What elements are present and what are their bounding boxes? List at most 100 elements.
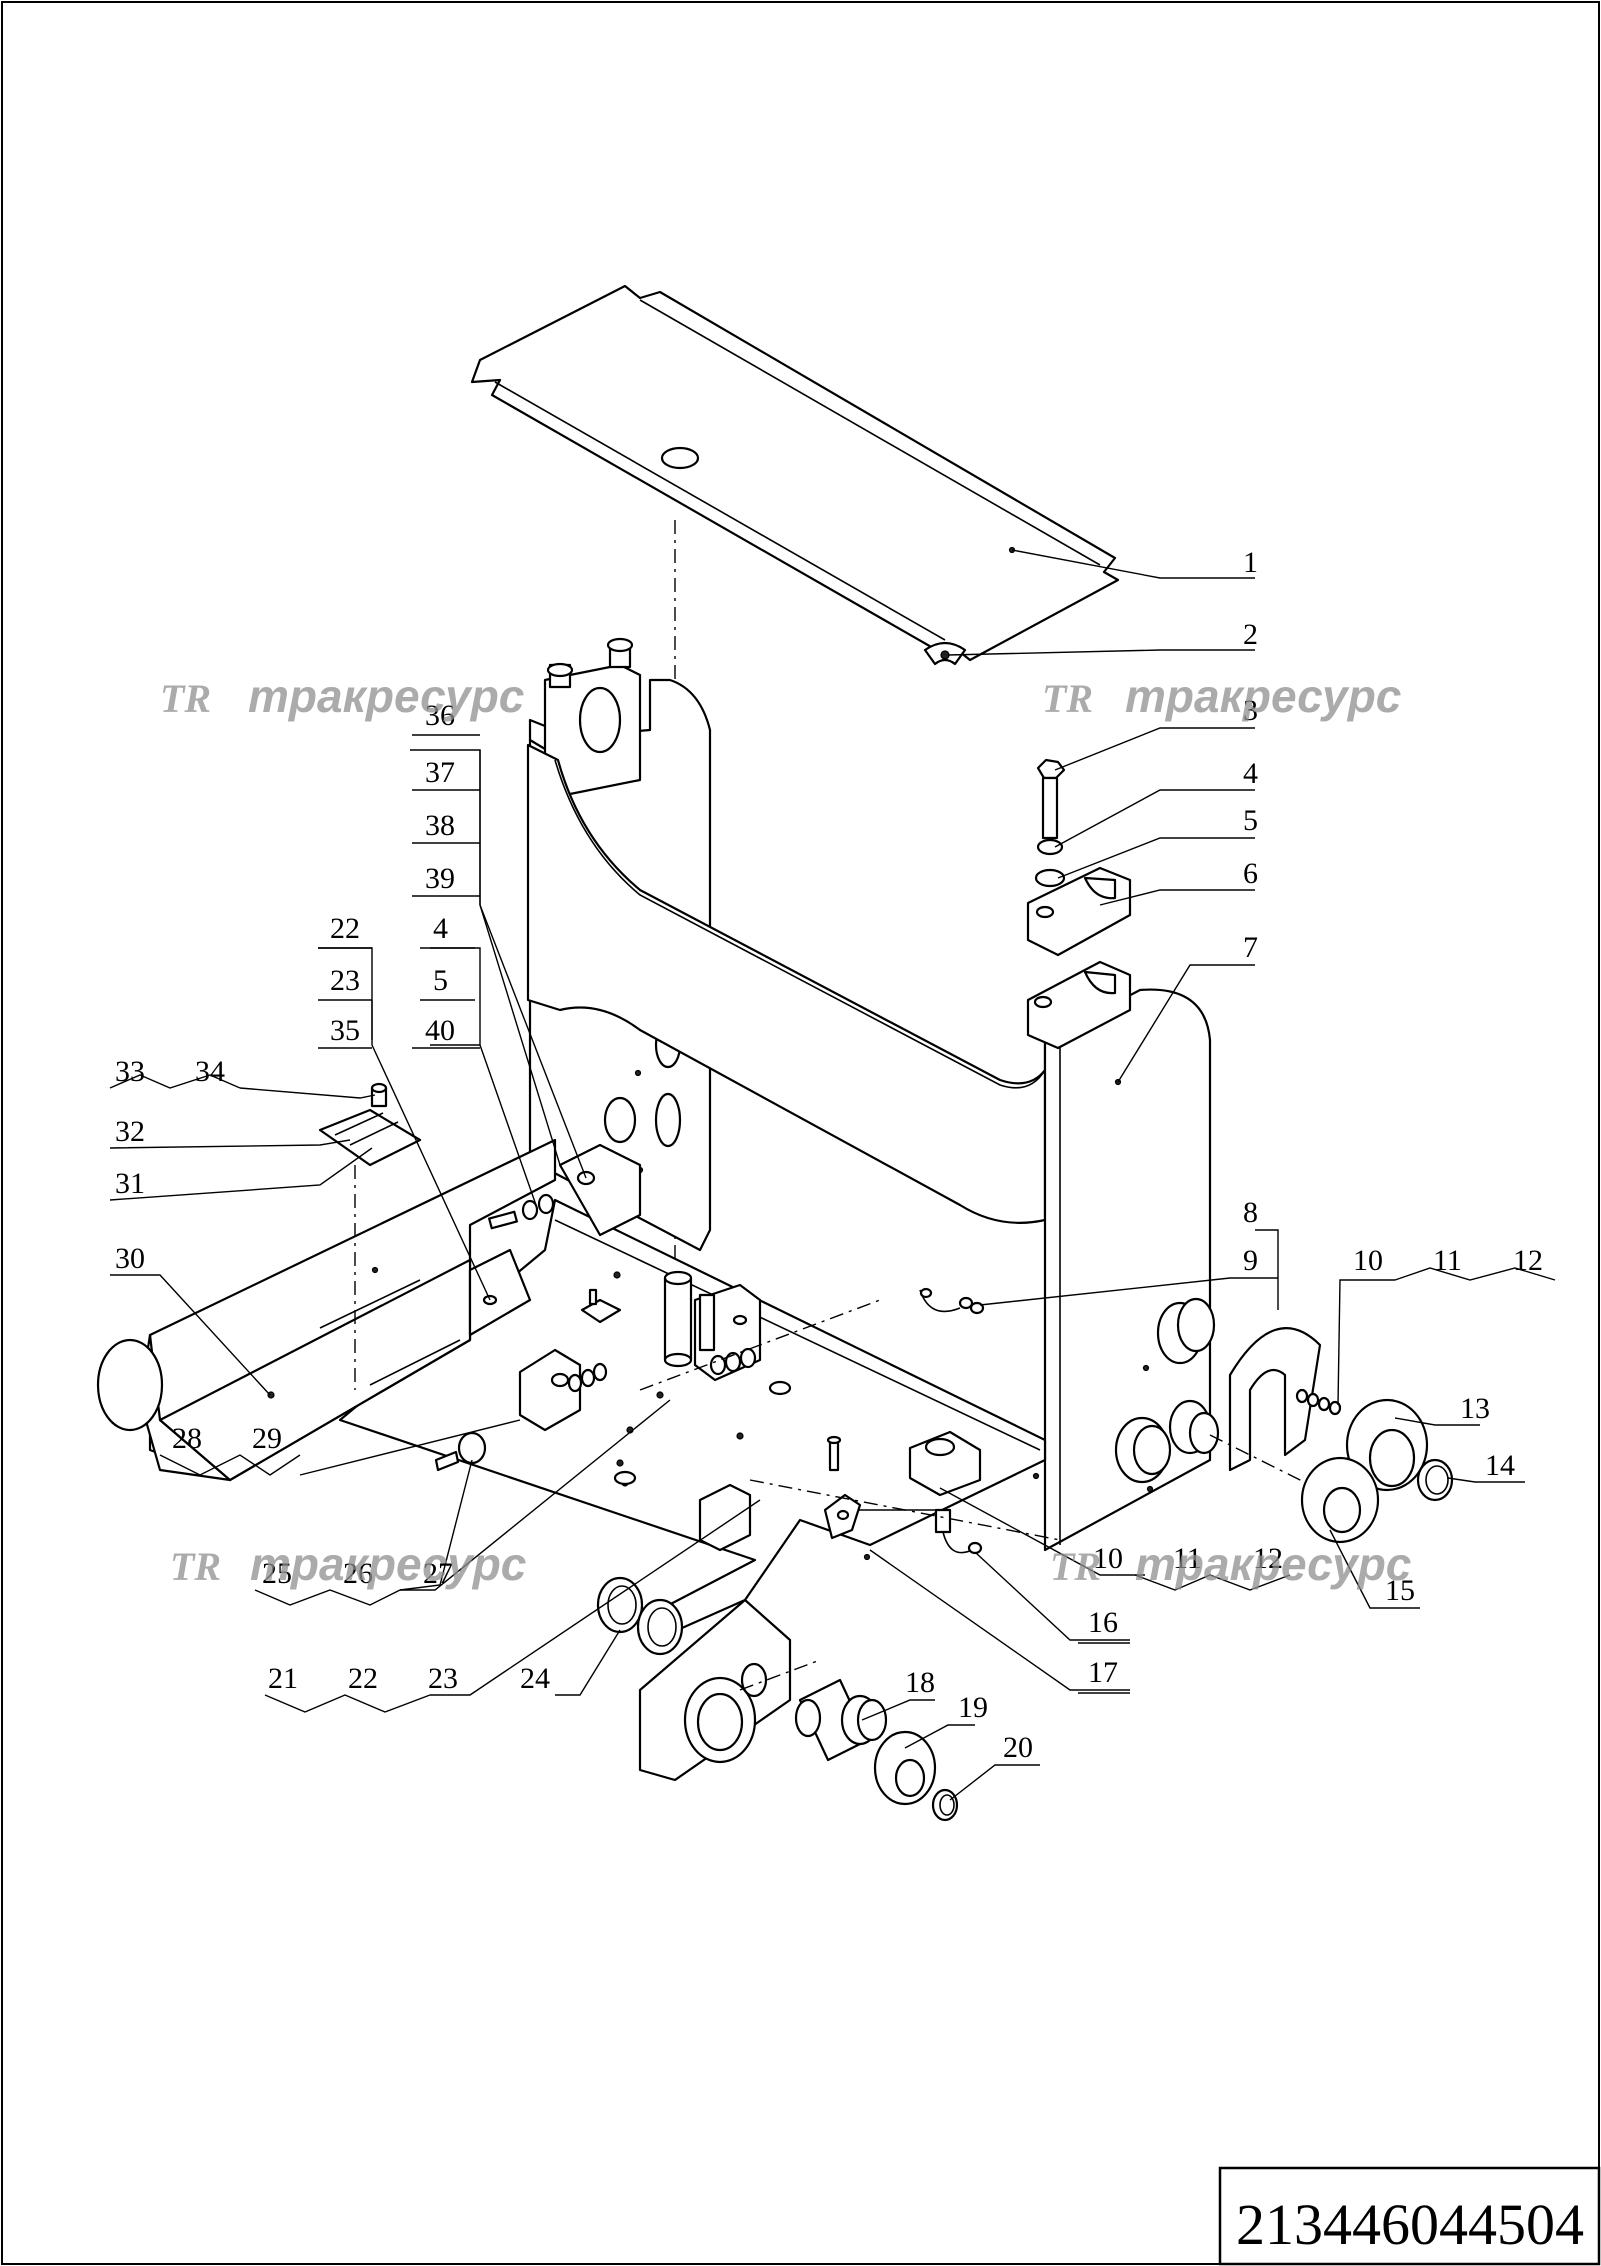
callout-16: 16 (1088, 1606, 1118, 1639)
front-side-plate (1043, 988, 1212, 1552)
callout-34: 34 (195, 1055, 225, 1088)
shaft-18 (794, 1678, 888, 1762)
svg-text:тракресурс: тракресурс (250, 1538, 526, 1590)
bolt-26 (434, 1431, 487, 1472)
sensor-16-17 (823, 1435, 983, 1555)
callout-8: 8 (1243, 1196, 1258, 1229)
watermark-lower-left: TR тракресурс (170, 1538, 526, 1590)
cover-8 (1228, 1327, 1322, 1472)
svg-text:тракресурс: тракресурс (1125, 670, 1401, 722)
axis-line-front (739, 1659, 821, 1691)
callout-1: 1 (1243, 546, 1258, 579)
callout-9: 9 (1243, 1244, 1258, 1277)
callout-3: 3 (1243, 694, 1258, 727)
svg-text:TR: TR (1042, 676, 1093, 721)
document-number-box: 213446044504 (1218, 2166, 1601, 2266)
bolt-3 (1036, 758, 1066, 840)
watermark-lower-right: TR тракресурс (1050, 1538, 1411, 1590)
callout-5: 5 (1243, 804, 1258, 837)
cover-plate (470, 284, 1120, 666)
plate-31-32 (318, 1108, 422, 1167)
circlip-14 (1416, 1458, 1454, 1502)
pin-27 (663, 1270, 693, 1368)
lower-clamp-half (1026, 960, 1132, 1050)
callout-19: 19 (958, 1691, 988, 1724)
callout-35: 35 (330, 1014, 360, 1047)
callout-31: 31 (115, 1167, 145, 1200)
callout-33: 33 (115, 1055, 145, 1088)
callout-13: 13 (1460, 1392, 1490, 1425)
callout-23b: 23 (428, 1662, 458, 1695)
document-number: 213446044504 (1236, 2192, 1584, 2257)
callout-4: 4 (1243, 757, 1258, 790)
callout-37: 37 (425, 756, 455, 789)
left-arm-boss (96, 1338, 164, 1432)
callout-5b: 5 (433, 964, 448, 997)
label-underlines (318, 734, 1130, 1694)
callout-6: 6 (1243, 857, 1258, 890)
callout-36: 36 (425, 699, 455, 732)
seals-24 (596, 1576, 684, 1656)
svg-text:тракресурс: тракресурс (248, 670, 524, 722)
bolts-10-11-12 (1295, 1388, 1342, 1416)
callout-40: 40 (425, 1014, 455, 1047)
callout-10a: 10 (1353, 1244, 1383, 1277)
callout-39: 39 (425, 862, 455, 895)
callout-24: 24 (520, 1662, 550, 1695)
callout-22a: 22 (330, 912, 360, 945)
callout-4b: 4 (433, 912, 448, 945)
callout-38: 38 (425, 809, 455, 842)
callout-12b: 12 (1253, 1542, 1283, 1575)
callout-labels: 1 2 3 4 5 6 7 8 9 10 11 12 13 14 10 11 1… (115, 546, 1543, 1764)
callout-7: 7 (1243, 931, 1258, 964)
front-boss (638, 1598, 792, 1782)
callout-32: 32 (115, 1115, 145, 1148)
clamp-block-6 (1026, 866, 1132, 957)
svg-text:TR: TR (160, 676, 211, 721)
svg-text:тракресурс: тракресурс (1135, 1538, 1411, 1590)
bolt-group-36-40 (488, 1096, 642, 1324)
washers-22-23 (709, 1347, 757, 1376)
watermark-upper-right: TR тракресурс (1042, 670, 1401, 722)
callout-15: 15 (1385, 1574, 1415, 1607)
bracket-35 (468, 1248, 532, 1337)
callout-10b: 10 (1093, 1542, 1123, 1575)
callout-20: 20 (1003, 1731, 1033, 1764)
bracket-center (908, 1430, 982, 1497)
callout-29: 29 (252, 1422, 282, 1455)
bracket-28 (518, 1348, 608, 1432)
leader-lines (109, 549, 1556, 1801)
callout-26: 26 (343, 1557, 373, 1590)
callout-11b: 11 (1173, 1542, 1202, 1575)
callout-18: 18 (905, 1666, 935, 1699)
svg-text:TR: TR (1050, 1544, 1101, 1589)
axis-line-lateral (639, 1299, 881, 1391)
hub-lower-right (1114, 1399, 1220, 1484)
axis-line-right (1209, 1434, 1311, 1486)
svg-text:TR: TR (170, 1544, 221, 1589)
callout-25: 25 (262, 1557, 292, 1590)
washer-4 (1036, 838, 1064, 856)
bearing-13 (1345, 1398, 1429, 1492)
callout-23a: 23 (330, 964, 360, 997)
callout-11a: 11 (1433, 1244, 1462, 1277)
callout-27: 27 (423, 1557, 453, 1590)
callout-17: 17 (1088, 1656, 1118, 1689)
axis-line-diagonal (749, 1479, 1061, 1541)
bearing-15 (1300, 1456, 1380, 1544)
callout-28: 28 (172, 1422, 202, 1455)
left-clamp-block (543, 637, 642, 797)
watermark-upper-left: TR тракресурс (160, 670, 524, 722)
callout-30: 30 (115, 1242, 145, 1275)
circlip-20 (931, 1788, 959, 1822)
callout-21: 21 (268, 1662, 298, 1695)
hub-upper-right (1156, 1297, 1216, 1365)
callout-2: 2 (1243, 618, 1258, 651)
bearing-19 (873, 1730, 937, 1806)
callout-14: 14 (1485, 1449, 1515, 1482)
connector-9 (919, 1287, 985, 1315)
callout-22b: 22 (348, 1662, 378, 1695)
washer-5 (1034, 868, 1066, 888)
